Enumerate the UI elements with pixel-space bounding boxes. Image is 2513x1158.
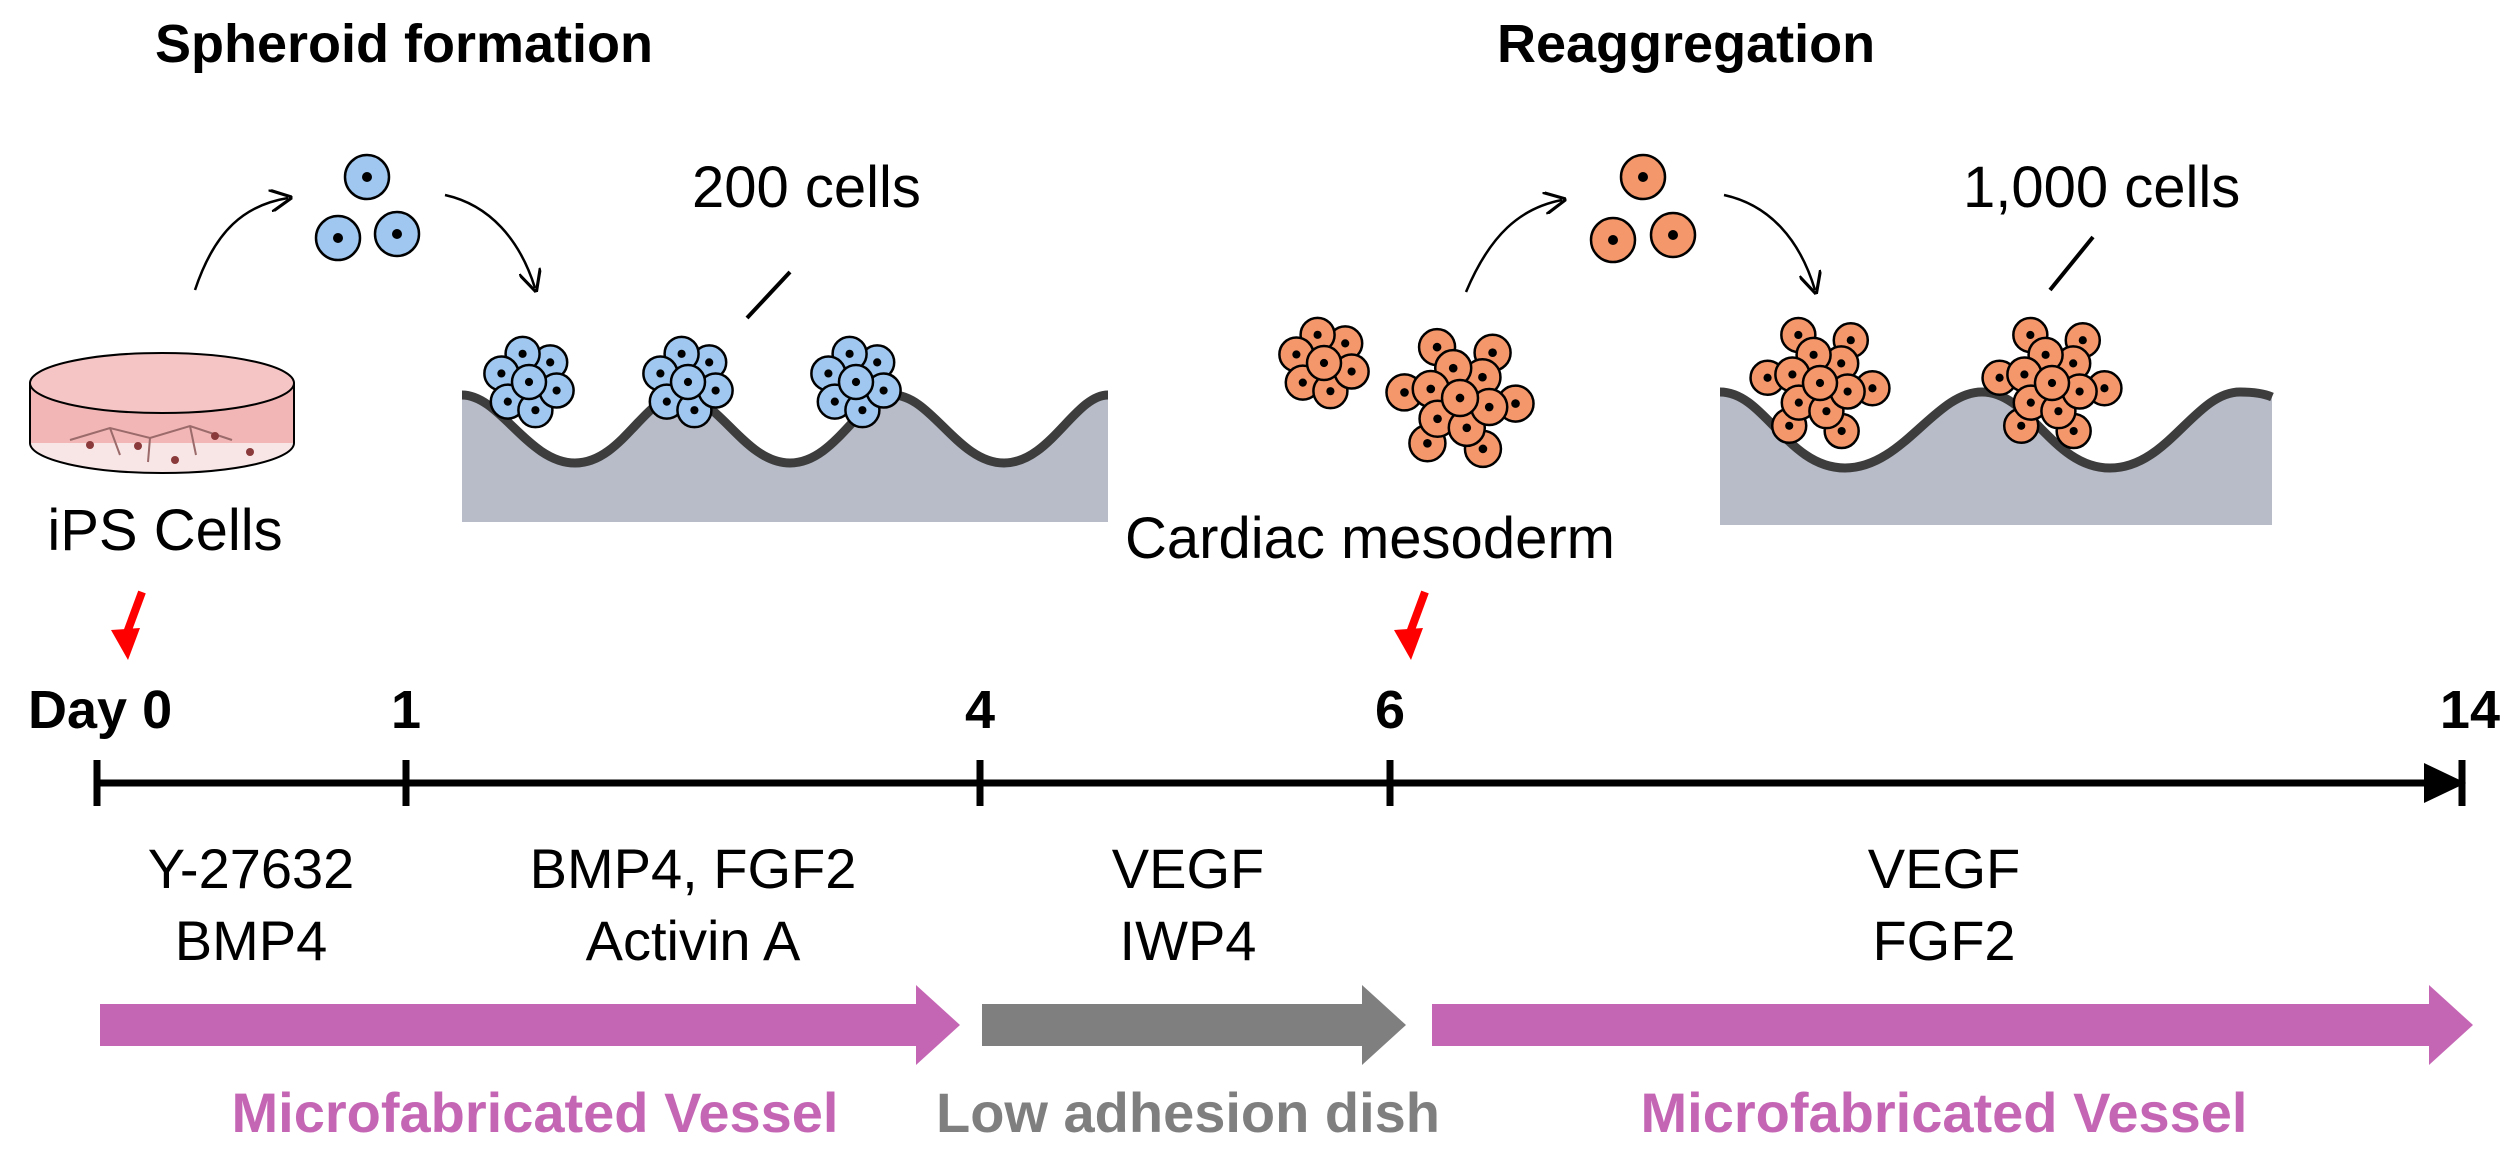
treatment-line1: Y-27632 — [148, 837, 355, 900]
cell-cluster-icon — [1749, 316, 1891, 450]
curved-arrow-icon — [193, 198, 288, 291]
microfabricated-vessel-icon — [461, 390, 1109, 522]
culture-arrow-shaft — [982, 1004, 1366, 1046]
tick-label: 1 — [391, 680, 421, 740]
day6-marker-arrow-icon — [1394, 590, 1429, 660]
curved-arrow-icon — [1464, 200, 1562, 293]
treatment-line2: BMP4 — [175, 909, 328, 972]
cells-200-label: 200 cells — [692, 155, 921, 220]
culture-arrow-shaft — [1432, 1004, 2433, 1046]
cells-1000-label: 1,000 cells — [1963, 155, 2240, 220]
cell-cluster-icon — [1385, 327, 1535, 469]
tick-label: 4 — [965, 680, 995, 740]
culture-label: Low adhesion dish — [936, 1081, 1440, 1144]
curved-arrow-icon — [444, 193, 535, 288]
treatment-line2: FGF2 — [1872, 909, 2015, 972]
label-pointer-line — [745, 270, 792, 320]
tick-label: 14 — [2440, 680, 2500, 740]
tick-label: 6 — [1375, 680, 1405, 740]
culture-label: Microfabricated Vessel — [232, 1081, 839, 1144]
mesoderm-spheroids-icon — [1278, 316, 1535, 469]
culture-arrowhead-icon — [2429, 985, 2473, 1065]
day0-marker-arrow-icon — [111, 590, 146, 660]
cell-nuclei-icon — [1608, 172, 1678, 245]
culture-arrowhead-icon — [916, 985, 960, 1065]
timeline-arrowhead-icon — [2424, 763, 2466, 803]
reaggregated-spheroids-icon — [1749, 316, 2123, 450]
heading-spheroid-formation: Spheroid formation — [155, 14, 653, 74]
culture-label: Microfabricated Vessel — [1641, 1081, 2248, 1144]
ips-cells-label: iPS Cells — [47, 498, 282, 563]
cell-cluster-icon — [1981, 316, 2123, 450]
cardiac-mesoderm-label: Cardiac mesoderm — [1125, 506, 1615, 571]
curved-arrow-icon — [1723, 193, 1815, 290]
treatment-line1: VEGF — [1868, 837, 2020, 900]
single-mesoderm-cells-icon — [1589, 153, 1697, 264]
cell-cluster-icon — [483, 335, 575, 429]
single-ips-cells-icon — [314, 153, 421, 262]
cell-cluster-icon — [810, 335, 902, 429]
cell-cluster-icon — [642, 335, 734, 429]
cell-cluster-icon — [1278, 316, 1370, 410]
treatment-line2: Activin A — [586, 909, 801, 972]
treatment-line2: IWP4 — [1120, 909, 1257, 972]
tick-label: Day 0 — [28, 680, 172, 740]
ips-spheroids-icon — [483, 335, 902, 429]
label-pointer-line — [2048, 235, 2095, 292]
petri-dish-icon — [29, 352, 295, 474]
culture-arrows: Microfabricated Vessel Low adhesion dish M… — [100, 985, 2473, 1144]
culture-arrow-shaft — [100, 1004, 920, 1046]
heading-reaggregation: Reaggregation — [1497, 14, 1875, 74]
culture-arrowhead-icon — [1362, 985, 1406, 1065]
treatment-line1: VEGF — [1112, 837, 1264, 900]
treatment-line1: BMP4, FGF2 — [530, 837, 857, 900]
cell-nuclei-icon — [333, 172, 402, 243]
